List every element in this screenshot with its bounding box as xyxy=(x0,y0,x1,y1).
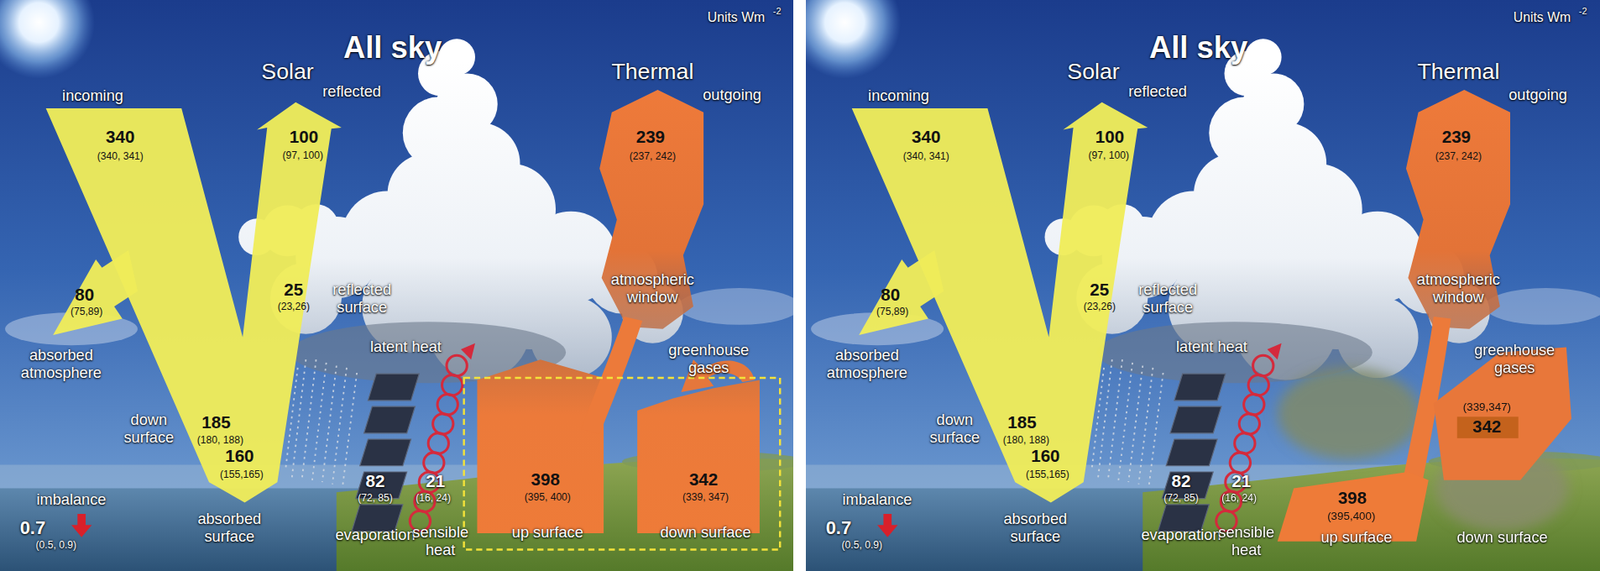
flux-range: (237, 242) xyxy=(629,151,676,163)
section-heading: Thermal xyxy=(1416,58,1500,85)
flux-range: (340, 341) xyxy=(97,151,144,163)
flux-name: imbalance xyxy=(36,491,107,509)
flux-name: absorbed surface xyxy=(188,510,271,546)
flux-range: (75,89) xyxy=(876,306,909,319)
right-panel: Units Wm -2All skySolar Thermal incoming ref… xyxy=(805,0,1600,571)
units-exponent: -2 xyxy=(1579,5,1588,17)
flux-value: 100 xyxy=(1095,126,1125,147)
flux-range: (72, 85) xyxy=(1163,492,1199,505)
flux-range: (23,26) xyxy=(1083,301,1116,314)
flux-value: 340 xyxy=(911,126,941,147)
flux-range: (395, 400) xyxy=(524,491,571,504)
flux-name: sensible heat xyxy=(409,523,471,560)
flux-value: 185 xyxy=(201,412,231,433)
flux-name: atmospheric window xyxy=(606,271,699,307)
flux-range: (237, 242) xyxy=(1435,151,1482,163)
flux-range: (0.5, 0.9) xyxy=(841,539,883,552)
flux-value: 82 xyxy=(366,470,386,492)
left-panel: Units Wm -2All skySolar Thermal incoming ref… xyxy=(0,0,794,571)
flux-name: absorbed surface xyxy=(994,510,1077,546)
flux-name: outgoing xyxy=(702,86,762,105)
flux-name: greenhouse gases xyxy=(1474,341,1556,377)
units-exponent: -2 xyxy=(773,5,782,17)
flux-range: (97, 100) xyxy=(1088,150,1130,163)
section-heading: Solar xyxy=(261,58,314,85)
flux-value: 80 xyxy=(74,284,95,305)
section-heading: Solar xyxy=(1066,58,1119,85)
section-heading: Thermal xyxy=(611,58,694,85)
flux-name: evaporation xyxy=(1140,525,1221,544)
flux-value: 21 xyxy=(1231,470,1251,492)
flux-name: reflected surface xyxy=(326,281,398,317)
flux-name: reflected xyxy=(322,83,382,101)
flux-range: (339,347) xyxy=(1463,400,1512,414)
flux-range: (395,400) xyxy=(1327,509,1376,523)
flux-range: (23,26) xyxy=(277,301,310,314)
flux-value: 340 xyxy=(105,126,135,147)
units-label: Units Wm xyxy=(707,10,765,26)
flux-value: 21 xyxy=(425,470,445,492)
flux-name: reflected xyxy=(1128,83,1187,101)
flux-name: greenhouse gases xyxy=(668,341,750,377)
flux-range: (339, 347) xyxy=(682,491,729,504)
flux-value: 0.7 xyxy=(20,517,46,539)
flux-range: (75,89) xyxy=(70,306,103,319)
flux-name: up surface xyxy=(512,523,584,542)
flux-value: 342 xyxy=(689,469,718,490)
flux-range: (16, 24) xyxy=(1221,492,1257,505)
flux-name: down surface xyxy=(659,523,751,542)
flux-value: 342 xyxy=(1472,416,1501,437)
flux-name: outgoing xyxy=(1508,86,1568,105)
flux-name: latent heat xyxy=(370,338,442,356)
flux-range: (155,165) xyxy=(219,469,264,482)
flux-value: 160 xyxy=(1030,445,1060,466)
flux-range: (0.5, 0.9) xyxy=(36,539,77,552)
flux-range: (180, 188) xyxy=(197,434,244,447)
flux-name: sensible heat xyxy=(1215,523,1277,560)
units-label: Units Wm xyxy=(1513,10,1571,26)
flux-value: 160 xyxy=(224,445,254,466)
flux-value: 398 xyxy=(531,469,560,490)
panel-title: All sky xyxy=(343,30,442,66)
flux-name: incoming xyxy=(867,87,930,105)
flux-name: incoming xyxy=(62,87,124,105)
flux-name: absorbed atmosphere xyxy=(12,346,110,382)
flux-name: up surface xyxy=(1320,528,1392,547)
flux-range: (72, 85) xyxy=(357,492,393,505)
flux-name: atmospheric window xyxy=(1412,271,1505,307)
flux-value: 239 xyxy=(636,126,665,147)
flux-value: 185 xyxy=(1007,412,1036,433)
flux-range: (16, 24) xyxy=(415,492,451,505)
flux-value: 0.7 xyxy=(826,517,852,539)
flux-range: (180, 188) xyxy=(1003,434,1050,447)
flux-name: down surface xyxy=(1457,528,1548,547)
flux-value: 25 xyxy=(1089,279,1109,300)
flux-value: 25 xyxy=(283,279,304,300)
flux-value: 80 xyxy=(880,284,900,305)
flux-name: down surface xyxy=(118,411,180,447)
flux-name: absorbed atmosphere xyxy=(818,346,916,382)
flux-range: (97, 100) xyxy=(282,150,324,163)
flux-name: reflected surface xyxy=(1132,281,1204,317)
flux-value: 100 xyxy=(289,126,319,147)
flux-name: latent heat xyxy=(1176,338,1248,356)
flux-range: (340, 341) xyxy=(903,151,950,163)
flux-name: evaporation xyxy=(334,525,415,544)
flux-name: imbalance xyxy=(842,491,913,509)
flux-range: (155,165) xyxy=(1025,469,1070,482)
flux-value: 398 xyxy=(1338,487,1367,508)
flux-name: down surface xyxy=(924,411,986,447)
flux-value: 82 xyxy=(1171,470,1192,492)
panel-title: All sky xyxy=(1149,30,1248,66)
flux-value: 239 xyxy=(1442,126,1471,147)
